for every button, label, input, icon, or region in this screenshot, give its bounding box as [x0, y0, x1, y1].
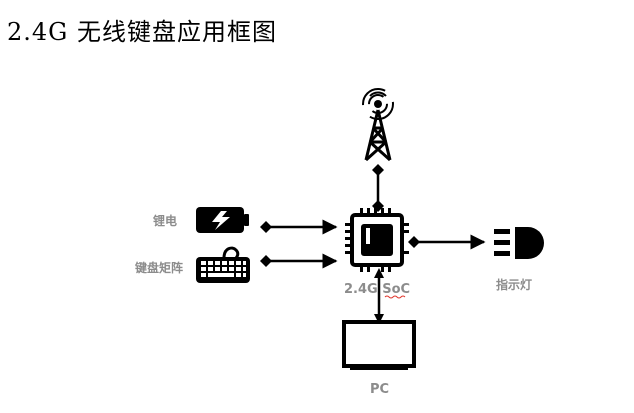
indicator-label: 指示灯 — [496, 277, 532, 292]
pc-link — [374, 268, 384, 324]
page-title: 2.4G 无线键盘应用框图 — [7, 18, 277, 46]
battery-arrow — [260, 219, 338, 235]
spellcheck-underline — [384, 295, 406, 299]
monitor-icon — [342, 320, 416, 370]
battery-label: 锂电 — [153, 213, 177, 228]
antenna-tower-icon — [362, 88, 394, 162]
battery-icon — [196, 207, 249, 233]
keyboard-label: 键盘矩阵 — [134, 260, 183, 275]
keyboard-icon — [196, 246, 250, 283]
led-indicator-icon — [494, 227, 544, 259]
soc-label: 2.4G SoC — [344, 282, 410, 297]
antenna-link — [372, 164, 384, 212]
indicator-arrow — [408, 234, 486, 250]
chip-icon — [345, 208, 409, 272]
pc-label: PC — [370, 382, 389, 397]
keyboard-arrow — [260, 253, 338, 269]
